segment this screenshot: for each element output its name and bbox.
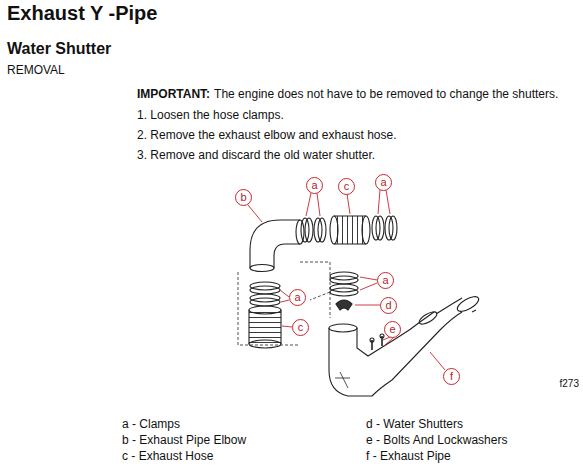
callout-letter: a [306, 177, 323, 194]
callout-letter: a [375, 174, 392, 191]
legend-entry: f - Exhaust Pipe [366, 450, 451, 464]
callout-letter: c [292, 319, 309, 336]
subheading: REMOVAL [7, 64, 65, 78]
note-label: IMPORTANT: [137, 88, 210, 102]
legend-entry: e - Bolts And Lockwashers [366, 434, 507, 448]
legend-entry: d - Water Shutters [366, 418, 463, 432]
legend-entry: c - Exhaust Hose [122, 450, 213, 464]
step-text: 1. Loosen the hose clamps. [137, 109, 284, 123]
callout-letter: b [235, 189, 252, 206]
callout-letter: f [443, 368, 460, 385]
legend-entry: b - Exhaust Pipe Elbow [122, 434, 246, 448]
note-text: The engine does not have to be removed t… [214, 88, 558, 102]
page-title: Exhaust Y -Pipe [7, 2, 157, 25]
figure-number: f273 [560, 378, 579, 390]
callout-letter: a [289, 289, 306, 306]
callout-letter: a [377, 272, 394, 289]
step-text: 3. Remove and discard the old water shut… [137, 149, 375, 163]
callout-letter: d [380, 297, 397, 314]
section-heading: Water Shutter [7, 40, 111, 58]
callout-letter: e [384, 321, 401, 338]
legend-entry: a - Clamps [122, 418, 180, 432]
step-text: 2. Remove the exhaust elbow and exhaust … [137, 129, 397, 143]
callout-letter: c [338, 178, 355, 195]
